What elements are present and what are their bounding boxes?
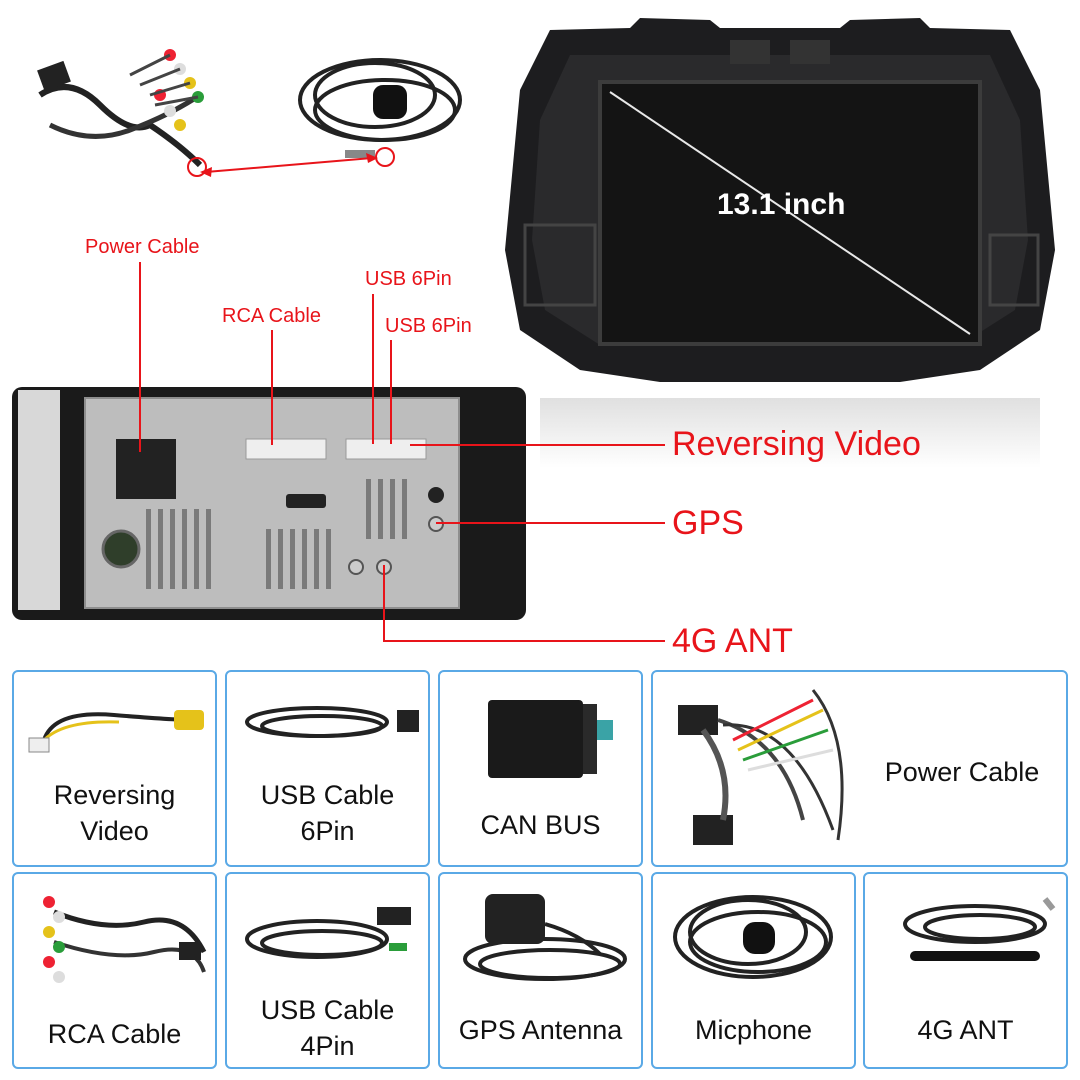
microphone-cable-photo-top [285, 40, 475, 170]
accessory-label: USB Cable 4Pin [260, 995, 395, 1061]
rca-cable-leader [271, 330, 273, 445]
gps-antenna-image [463, 894, 627, 981]
gps-callout: GPS [672, 504, 744, 542]
accessory-card-rca-cable: RCA Cable [12, 872, 217, 1069]
rca-cable-callout: RCA Cable [222, 305, 321, 327]
can-bus-box-image [488, 700, 613, 778]
usb-6pin-leader-b [390, 340, 392, 444]
accessory-card-can-bus: CAN BUS [438, 670, 643, 867]
accessory-label: Micphone [694, 1015, 813, 1045]
usb-4pin-cable-image [245, 907, 411, 959]
accessory-card-reversing-video: Reversing Video [12, 670, 217, 867]
4g-antenna-image [903, 897, 1056, 961]
accessory-card-gps-antenna: GPS Antenna [438, 872, 643, 1069]
mounting-bracket [18, 390, 60, 610]
usb-6pin-callout-b: USB 6Pin [385, 315, 472, 337]
connector-highlight-right [375, 147, 395, 167]
reversing-video-cable-image [28, 710, 204, 753]
accessory-card-4g-ant: 4G ANT [863, 872, 1068, 1069]
4g-ant-callout: 4G ANT [672, 622, 793, 660]
screen-size-label: 13.1 inch [717, 188, 846, 221]
connector-highlight-left [187, 157, 207, 177]
gps-leader [436, 522, 665, 524]
accessory-card-usb-6pin: USB Cable 6Pin [225, 670, 430, 867]
accessory-label: Power Cable [884, 757, 1040, 787]
4g-ant-leader-v [383, 565, 385, 641]
usb-6pin-cable-image [245, 706, 419, 738]
accessory-label: GPS Antenna [458, 1015, 623, 1045]
accessory-card-usb-4pin: USB Cable 4Pin [225, 872, 430, 1069]
accessory-card-power-cable: Power Cable [651, 670, 1068, 867]
microphone-image [673, 895, 833, 979]
rca-cable-image [43, 896, 207, 983]
power-cable-harness-image [678, 689, 844, 845]
accessory-card-micphone: Micphone [651, 872, 856, 1069]
reversing-video-leader [410, 444, 665, 446]
rca-cable-photo-top [30, 35, 230, 175]
power-cable-leader [139, 262, 141, 452]
power-cable-callout: Power Cable [85, 236, 200, 258]
usb-6pin-leader-a [372, 294, 374, 444]
head-unit-reflection [540, 398, 1040, 468]
accessory-label: CAN BUS [480, 810, 601, 840]
usb-6pin-callout-a: USB 6Pin [365, 268, 452, 290]
4g-ant-leader-h [383, 640, 665, 642]
accessory-label: USB Cable 6Pin [260, 780, 395, 846]
reversing-video-callout: Reversing Video [672, 425, 921, 463]
accessory-label: RCA Cable [47, 1019, 182, 1049]
head-unit-front [480, 10, 1080, 468]
accessory-label: 4G ANT [917, 1015, 1014, 1045]
accessory-label: Reversing Video [53, 780, 176, 846]
connector-arrow [200, 153, 378, 177]
